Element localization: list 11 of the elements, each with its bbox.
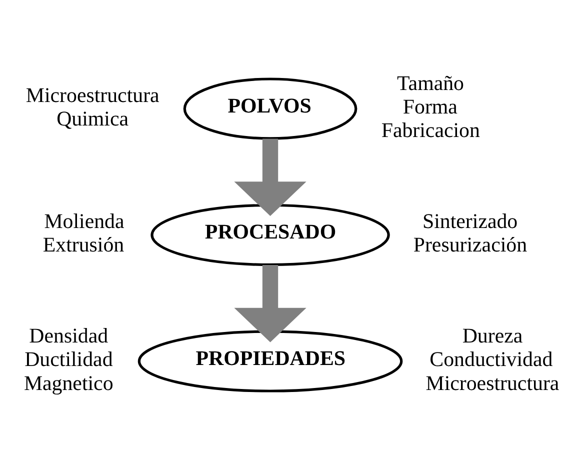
arrow: [234, 138, 306, 216]
node-label: Tamaño Forma Fabricacion: [381, 70, 480, 142]
arrow: [234, 264, 306, 342]
node-ellipse: PROCESADO: [150, 203, 390, 266]
node-label: Densidad Ductilidad Magnetico: [24, 323, 114, 394]
node-ellipse: POLVOS: [183, 77, 358, 140]
node-label: Molienda Extrusión: [42, 208, 124, 256]
node-label: Dureza Conductividad Microestructura: [426, 323, 560, 394]
node-label: Sinterizado Presurización: [413, 208, 528, 256]
node-ellipse: PROPIEDADES: [138, 330, 403, 392]
node-label: Microestructura Quimica: [26, 82, 160, 130]
